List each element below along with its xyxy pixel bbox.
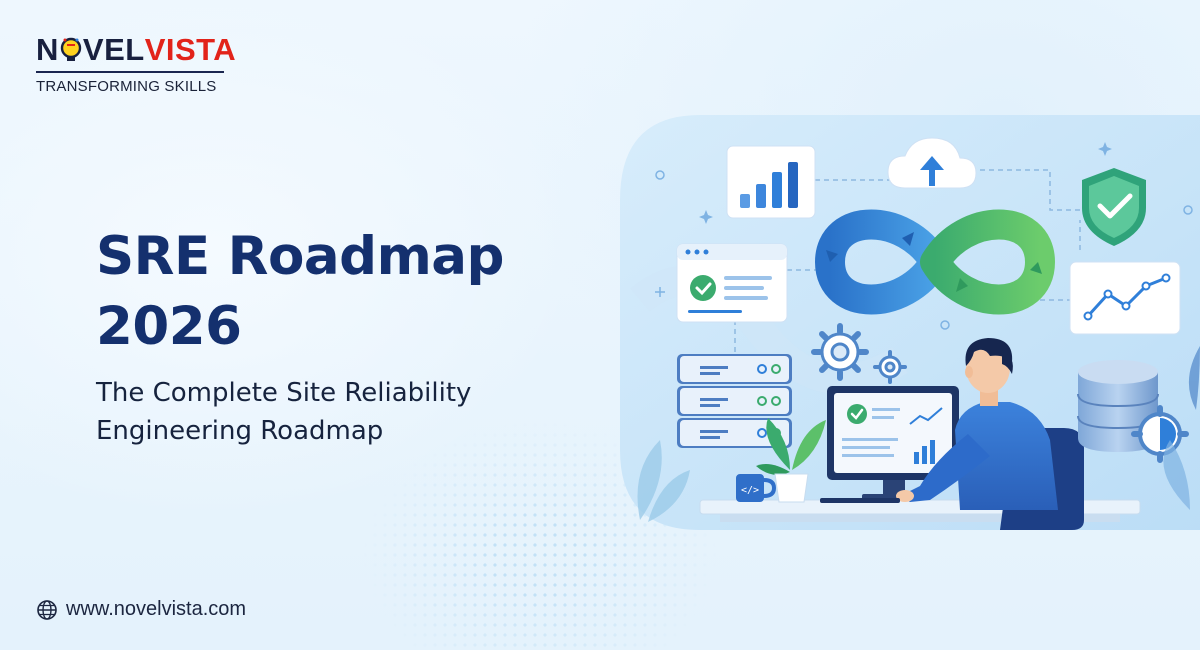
brand-part-vista: VISTA <box>144 32 237 67</box>
novelvista-logo[interactable]: N VEL VISTA TRANSFORMING SKILLS <box>36 34 236 95</box>
infinity-loop-icon <box>814 209 1056 315</box>
title-line-1: SRE Roadmap <box>96 226 505 287</box>
checklist-window-icon <box>676 243 788 323</box>
line-chart-icon <box>1069 261 1181 335</box>
shield-check-icon <box>1082 168 1146 246</box>
gear-icon <box>811 323 907 384</box>
keyboard <box>820 498 900 503</box>
monitor <box>827 386 959 500</box>
website-url: www.novelvista.com <box>66 598 247 620</box>
cloud-upload-icon <box>887 137 977 189</box>
sparkles <box>655 142 1193 330</box>
subtitle-line-2: Engineering Roadmap <box>96 416 384 446</box>
leaf-decoration <box>637 440 690 522</box>
logo-tagline: TRANSFORMING SKILLS <box>36 78 217 95</box>
leaf-decoration-right <box>1163 346 1200 510</box>
code-mug-label: </> <box>741 485 759 496</box>
brand-part-vel: VEL <box>82 32 145 67</box>
plant <box>756 418 826 503</box>
title-line-2: 2026 <box>96 296 242 357</box>
brand-letter-n: N <box>36 32 59 67</box>
bar-chart-icon <box>726 145 816 219</box>
database-icon <box>1077 360 1189 463</box>
page-title: SRE Roadmap 2026 <box>96 222 505 362</box>
brand-wordmark: N VEL VISTA <box>36 34 236 65</box>
globe-icon <box>37 599 57 620</box>
page-subtitle: The Complete Site Reliability Engineerin… <box>96 374 471 450</box>
subtitle-line-1: The Complete Site Reliability <box>96 378 472 408</box>
mug: </> <box>736 474 777 502</box>
bulb-icon <box>60 37 82 63</box>
server-rack-icon <box>677 354 792 448</box>
logo-divider <box>36 71 224 73</box>
engineer-figure <box>896 338 1084 530</box>
website-link[interactable]: www.novelvista.com <box>36 598 246 621</box>
